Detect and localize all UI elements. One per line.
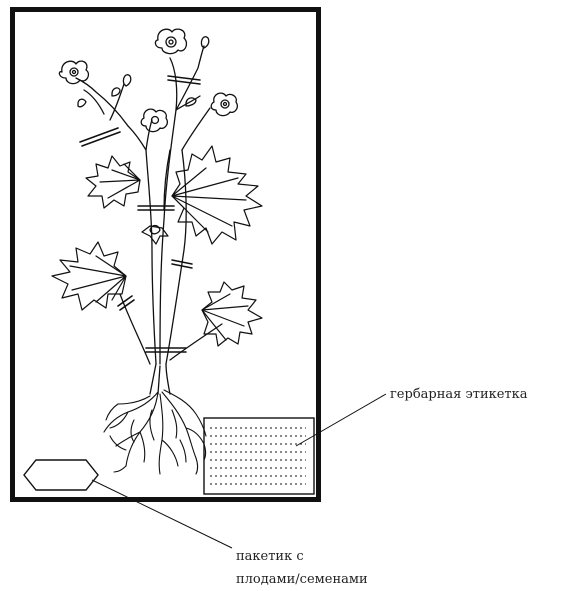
herbarium-label-caption: гербарная этикетка: [390, 387, 528, 402]
seed-packet-caption-line2: плодами/семенами: [236, 572, 368, 587]
herbarium-sheet-frame: [13, 10, 319, 500]
seed-packet-shape: [24, 460, 98, 490]
seed-packet-caption-line1: пакетик с: [236, 549, 304, 564]
